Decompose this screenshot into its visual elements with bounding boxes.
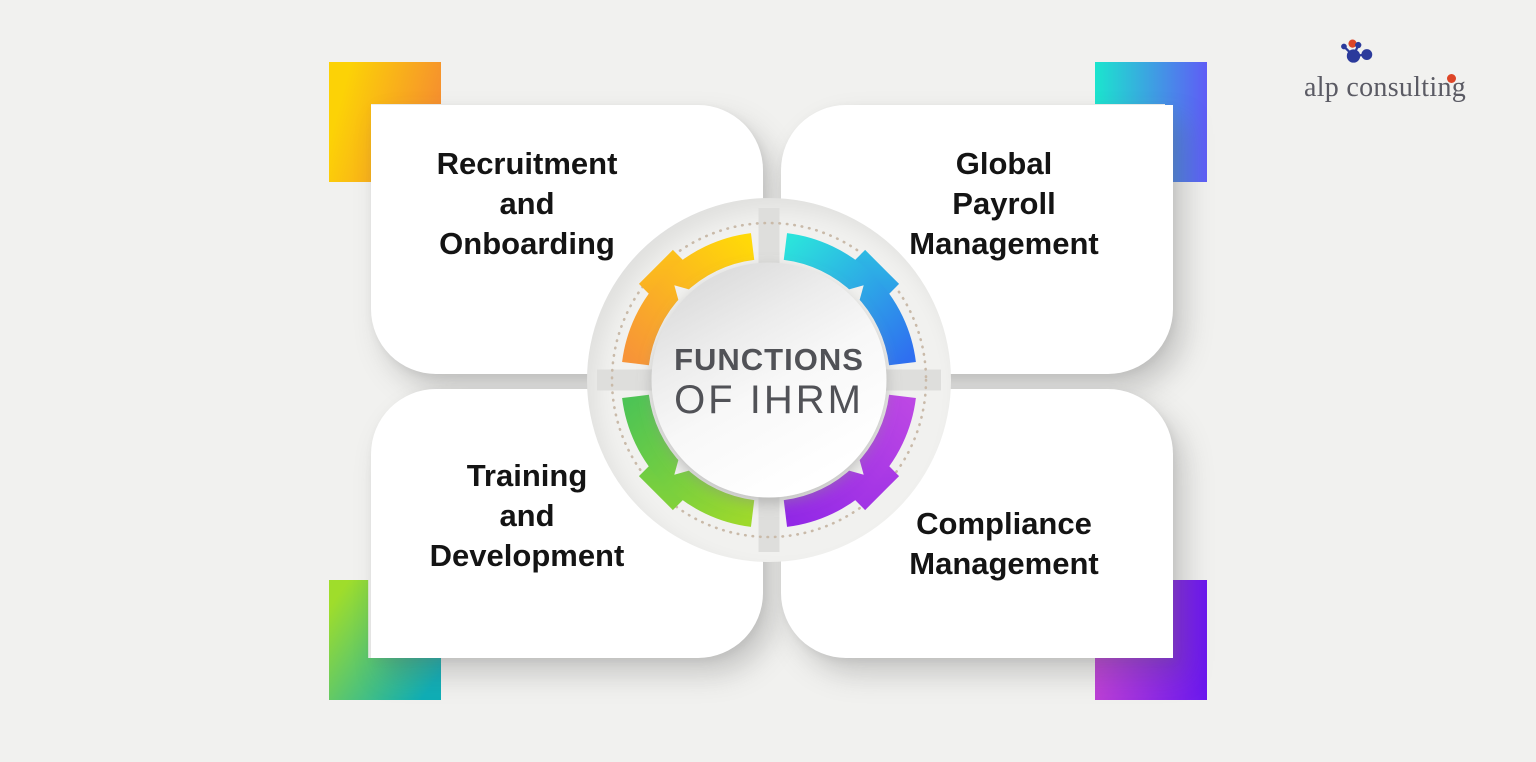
label-line: Development [429, 538, 625, 573]
hub-title-line1: FUNCTIONS [674, 342, 864, 377]
label-line: Management [909, 226, 1099, 261]
label-recruitment-onboarding: Recruitment and Onboarding [347, 144, 707, 264]
hub-ring-graphic [597, 208, 941, 552]
molecule-icon [1341, 39, 1373, 63]
label-line: Payroll [952, 186, 1056, 221]
ring-segment-green [622, 394, 755, 527]
label-line: and [499, 498, 555, 533]
brand-i-dot [1447, 74, 1456, 83]
hub-disc [651, 262, 887, 498]
brand-logo: alp consulting [1304, 36, 1482, 104]
ring-segment-yellow [622, 233, 755, 366]
label-training-development: Training and Development [347, 456, 707, 576]
brand-wordmark: alp consulting [1304, 72, 1482, 104]
label-line: and [499, 186, 555, 221]
label-compliance-management: Compliance Management [824, 504, 1184, 584]
label-global-payroll: Global Payroll Management [824, 144, 1184, 264]
hub-title: FUNCTIONS OF IHRM [569, 343, 969, 423]
ring-segment-purple [783, 394, 916, 527]
dotted-circle [610, 221, 928, 539]
label-line: Recruitment [436, 146, 618, 181]
label-line: Training [466, 458, 588, 493]
label-line: Onboarding [439, 226, 615, 261]
label-line: Compliance [916, 506, 1092, 541]
ring-segment-blue [783, 233, 916, 366]
hub-title-line2: OF IHRM [674, 378, 864, 422]
label-line: Management [909, 546, 1099, 581]
label-line: Global [955, 146, 1053, 181]
brand-name: alp consulting [1304, 72, 1467, 103]
ring-segments [622, 233, 916, 527]
ring-notches [674, 285, 864, 475]
